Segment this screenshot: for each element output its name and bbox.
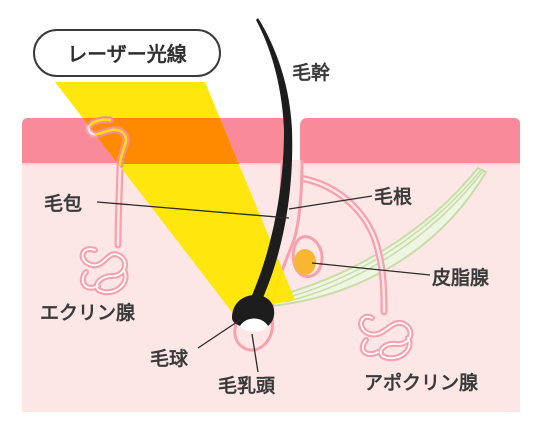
apocrine-gland xyxy=(296,174,414,362)
laser-label: レーザー光線 xyxy=(33,29,221,77)
hair-shaft xyxy=(232,18,293,332)
sebaceous-gland xyxy=(291,235,324,279)
label-apocrine-gland: アポクリン腺 xyxy=(364,371,479,394)
leader-lines xyxy=(96,195,431,373)
label-hair-root: 毛根 xyxy=(374,185,412,208)
label-follicle: 毛包 xyxy=(44,192,82,215)
laser-label-text: レーザー光線 xyxy=(67,42,187,66)
label-eccrine-gland: エクリン腺 xyxy=(40,301,136,324)
label-sebaceous-gland: 皮脂腺 xyxy=(432,266,490,289)
epidermis-right xyxy=(300,118,520,164)
label-hair-bulb: 毛球 xyxy=(150,347,189,370)
label-hair-shaft: 毛幹 xyxy=(292,61,331,84)
label-dermal-papilla: 毛乳頭 xyxy=(218,374,276,397)
